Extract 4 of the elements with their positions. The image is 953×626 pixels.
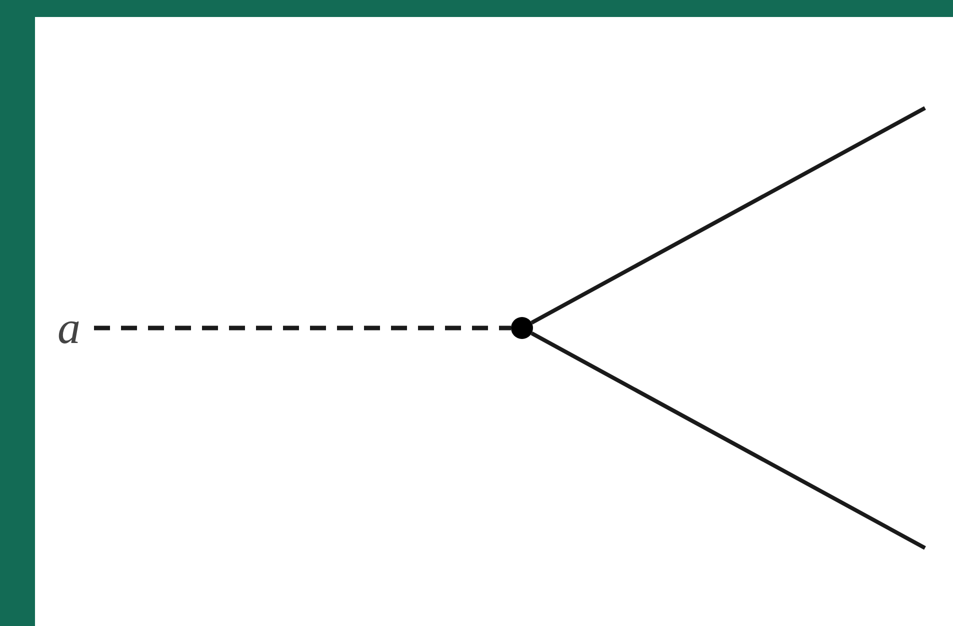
dashed-line [94, 326, 511, 330]
line [530, 332, 926, 550]
line [530, 106, 926, 324]
variable-label: a [48, 306, 90, 350]
